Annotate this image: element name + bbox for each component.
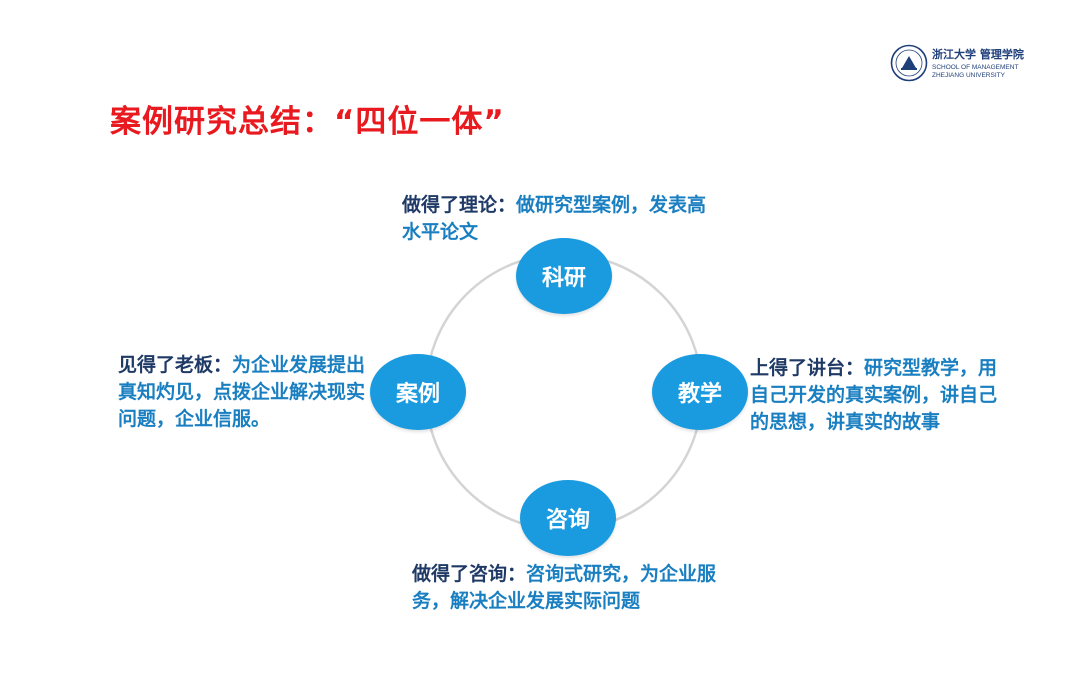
node-teaching: 教学 bbox=[652, 354, 748, 430]
case-description: 见得了老板：为企业发展提出真知灼见，点拨企业解决现实问题，企业信服。 bbox=[118, 352, 378, 433]
research-description: 做得了理论：做研究型案例，发表高水平论文 bbox=[402, 192, 722, 246]
logo-english-name: SCHOOL OF MANAGEMENT ZHEJIANG UNIVERSITY bbox=[932, 64, 1018, 80]
case-description-head: 见得了老板： bbox=[118, 354, 233, 376]
logo-english-line2: ZHEJIANG UNIVERSITY bbox=[932, 72, 1005, 79]
logo-chinese-name: 浙江大学 管理学院 bbox=[932, 48, 1024, 61]
node-research: 科研 bbox=[516, 238, 612, 314]
page-title: 案例研究总结：“四位一体” bbox=[110, 104, 505, 140]
node-consulting: 咨询 bbox=[520, 480, 616, 556]
consulting-description: 做得了咨询：咨询式研究，为企业服务，解决企业发展实际问题 bbox=[412, 561, 732, 615]
node-case: 案例 bbox=[370, 354, 466, 430]
teaching-description-body: 研究型教学，用自己开发的真实案例，讲自己的思想，讲真实的故事 bbox=[750, 357, 998, 433]
case-description-body: 为企业发展提出真知灼见，点拨企业解决现实问题，企业信服。 bbox=[118, 354, 366, 430]
teaching-description: 上得了讲台：研究型教学，用自己开发的真实案例，讲自己的思想，讲真实的故事 bbox=[750, 355, 1010, 436]
logo-english-line1: SCHOOL OF MANAGEMENT bbox=[932, 64, 1019, 71]
university-seal-icon bbox=[890, 44, 928, 82]
research-description-head: 做得了理论： bbox=[402, 194, 517, 216]
teaching-description-head: 上得了讲台： bbox=[750, 357, 865, 379]
research-description-body: 做研究型案例，发表高水平论文 bbox=[402, 194, 707, 243]
consulting-description-body: 咨询式研究，为企业服务，解决企业发展实际问题 bbox=[412, 563, 717, 612]
consulting-description-head: 做得了咨询： bbox=[412, 563, 527, 585]
school-logo: 浙江大学 管理学院 SCHOOL OF MANAGEMENT ZHEJIANG … bbox=[890, 44, 1040, 88]
